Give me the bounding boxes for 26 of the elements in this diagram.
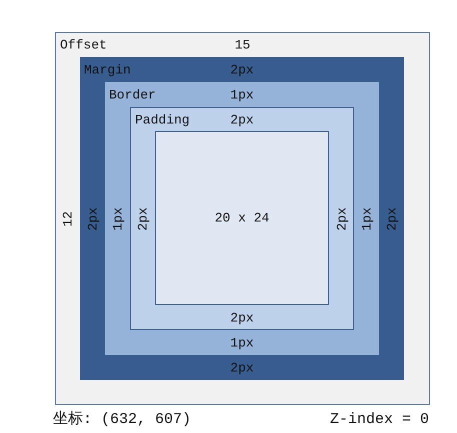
spacing-value: 1px (230, 87, 254, 102)
spacing-value: 15 (234, 38, 250, 52)
layer-title: Margin (84, 62, 131, 77)
padding-band (130, 107, 354, 330)
border-band (105, 82, 379, 355)
spacing-value: 1px (359, 206, 374, 230)
spacing-value: 2px (384, 206, 399, 230)
spacing-value: 2px (230, 310, 254, 325)
spacing-value: 1px (110, 206, 125, 230)
spacing-value: 12 (60, 210, 76, 226)
status-text: Z-index = 0 (330, 411, 429, 429)
status-text: 坐标: (632, 607) (53, 411, 192, 429)
margin-band (80, 57, 404, 380)
spacing-value: 2px (230, 360, 254, 375)
spacing-value: 2px (85, 206, 100, 230)
spacing-value: 2px (230, 62, 254, 77)
layer-title: Padding (135, 112, 190, 127)
size-text: 20 x 24 (214, 210, 270, 226)
layer-title: Offset (60, 38, 107, 52)
spacing-value: 2px (334, 206, 349, 230)
content-box (155, 131, 329, 305)
offset-box (55, 32, 430, 405)
spacing-value: 1px (230, 335, 254, 350)
spacing-value: 2px (230, 112, 254, 127)
layer-title: Border (109, 87, 156, 102)
spacing-value: 2px (135, 206, 150, 230)
